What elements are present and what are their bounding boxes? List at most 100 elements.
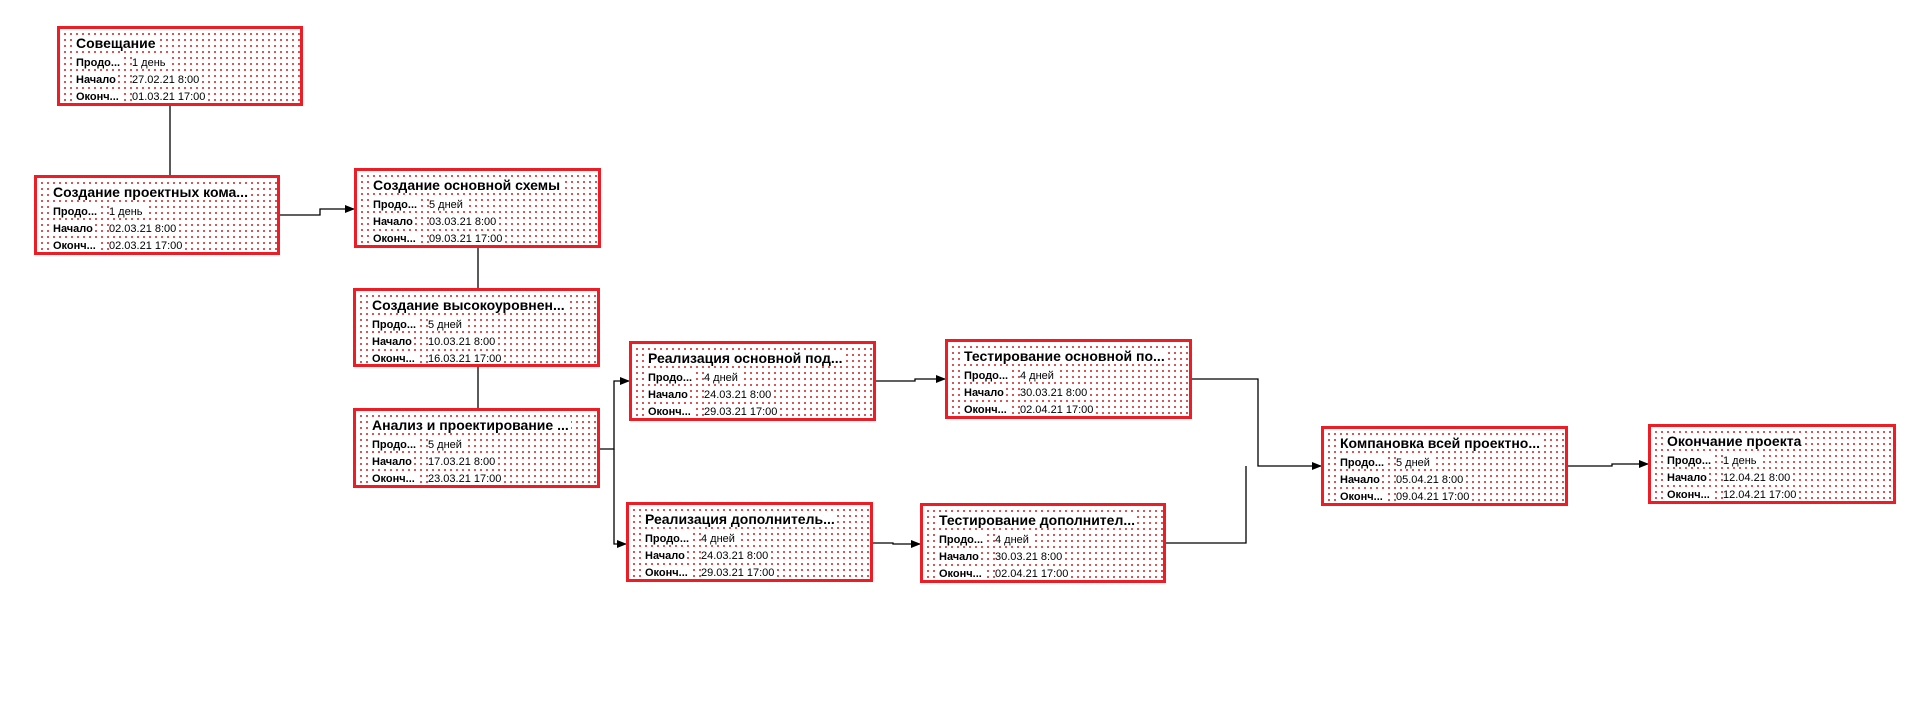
link-t6-t7 — [876, 375, 946, 383]
finish-value: 16.03.21 17:00 — [428, 352, 504, 365]
link-t10-t11 — [1568, 460, 1649, 468]
duration-value: 5 дней — [428, 318, 464, 331]
duration-value: 5 дней — [1396, 456, 1432, 469]
start-value: 24.03.21 8:00 — [701, 549, 771, 562]
link-t9-t10 — [1166, 466, 1247, 544]
duration-value: 4 дней — [995, 533, 1031, 546]
start-label: Начало — [964, 386, 1006, 399]
start-row: Начало 27.02.21 8:00 — [76, 71, 300, 88]
duration-label: Продо... — [645, 532, 692, 545]
start-label: Начало — [1340, 473, 1382, 486]
task-node-extra-impl[interactable]: Реализация дополнитель... Продо...4 дней… — [626, 502, 873, 582]
duration-row: Продо...4 дней — [964, 367, 1189, 384]
duration-row: Продо... 5 дней — [373, 196, 598, 213]
duration-label: Продо... — [939, 533, 986, 546]
start-label: Начало — [53, 222, 95, 235]
duration-row: Продо... 5 дней — [372, 436, 597, 453]
finish-label: Оконч... — [372, 352, 417, 365]
finish-label: Оконч... — [373, 232, 418, 245]
finish-row: Оконч... 29.03.21 17:00 — [645, 564, 870, 579]
finish-label: Оконч... — [645, 566, 690, 579]
task-node-high-level[interactable]: Создание высокоуровнен... Продо...5 дней… — [353, 288, 600, 367]
start-value: 24.03.21 8:00 — [704, 388, 774, 401]
duration-label: Продо... — [964, 369, 1011, 382]
link-t2-t3 — [280, 205, 355, 216]
duration-label: Продо... — [648, 371, 695, 384]
finish-row: Оконч...29.03.21 17:00 — [648, 403, 873, 418]
finish-value: 23.03.21 17:00 — [428, 472, 504, 485]
duration-value: 1 день — [132, 56, 168, 69]
duration-value: 5 дней — [428, 438, 464, 451]
finish-label: Оконч... — [1667, 488, 1712, 501]
duration-row: Продо... 1 день — [53, 203, 277, 220]
finish-row: Оконч...02.03.21 17:00 — [53, 237, 277, 252]
finish-label: Оконч... — [648, 405, 693, 418]
duration-label: Продо... — [76, 56, 123, 69]
duration-row: Продо... 5 дней — [1340, 454, 1565, 471]
task-title: Анализ и проектирование ... — [372, 417, 571, 433]
duration-value: 1 день — [1723, 454, 1759, 467]
start-label: Начало — [76, 73, 118, 86]
duration-label: Продо... — [373, 198, 420, 211]
task-node-project-end[interactable]: Окончание проекта Продо... 1 день Начало 1… — [1648, 424, 1896, 504]
duration-value: 4 дней — [704, 371, 740, 384]
duration-row: Продо... 4 дней — [939, 531, 1163, 548]
start-value: 05.04.21 8:00 — [1396, 473, 1466, 486]
start-label: Начало — [648, 388, 690, 401]
task-node-extra-testing[interactable]: Тестирование дополнител... Продо...4 дне… — [920, 503, 1166, 583]
start-row: Начало 12.04.21 8:00 — [1667, 469, 1893, 486]
finish-label: Оконч... — [372, 472, 417, 485]
start-label: Начало — [372, 335, 414, 348]
finish-value: 12.04.21 17:00 — [1723, 488, 1799, 501]
task-title: Окончание проекта — [1667, 433, 1804, 449]
task-node-analysis-design[interactable]: Анализ и проектирование ... Продо... 5 дн… — [353, 408, 600, 488]
duration-label: Продо... — [372, 438, 419, 451]
finish-row: Оконч...02.04.21 17:00 — [939, 565, 1163, 580]
start-value: 27.02.21 8:00 — [132, 73, 202, 86]
task-node-main-scheme[interactable]: Создание основной схемы Продо...5 дней Н… — [354, 168, 601, 248]
task-node-assembly[interactable]: Компановка всей проектно... Продо...5 дн… — [1321, 426, 1568, 506]
start-label: Начало — [372, 455, 414, 468]
start-row: Начало 30.03.21 8:00 — [964, 384, 1189, 401]
task-title: Создание проектных кома... — [53, 184, 250, 200]
task-node-project-teams[interactable]: Создание проектных кома... Продо... 1 ден… — [34, 175, 280, 255]
start-label: Начало — [645, 549, 687, 562]
duration-value: 5 дней — [429, 198, 465, 211]
finish-value: 09.03.21 17:00 — [429, 232, 505, 245]
duration-label: Продо... — [1340, 456, 1387, 469]
finish-value: 02.04.21 17:00 — [995, 567, 1071, 580]
duration-value: 1 день — [109, 205, 145, 218]
start-label: Начало — [373, 215, 415, 228]
finish-row: Оконч... 09.03.21 17:00 — [373, 230, 598, 245]
start-label: Начало — [1667, 471, 1709, 484]
duration-label: Продо... — [53, 205, 100, 218]
link-t5-t6 — [600, 377, 630, 450]
finish-value: 29.03.21 17:00 — [701, 566, 777, 579]
finish-label: Оконч... — [76, 90, 121, 103]
duration-row: Продо... 5 дней — [372, 316, 597, 333]
link-t5-t8 — [613, 449, 627, 548]
task-node-main-testing[interactable]: Тестирование основной по... Продо...4 дн… — [945, 339, 1192, 419]
start-value: 30.03.21 8:00 — [995, 550, 1065, 563]
duration-label: Продо... — [1667, 454, 1714, 467]
link-t8-t9 — [873, 540, 921, 548]
finish-value: 01.03.21 17:00 — [132, 90, 208, 103]
task-title: Реализация основной под... — [648, 350, 845, 366]
finish-label: Оконч... — [964, 403, 1009, 416]
task-title: Тестирование основной по... — [964, 348, 1167, 364]
start-value: 12.04.21 8:00 — [1723, 471, 1793, 484]
duration-row: Продо... 1 день — [76, 54, 300, 71]
finish-row: Оконч... 02.04.21 17:00 — [964, 401, 1189, 416]
task-node-main-impl[interactable]: Реализация основной под... Продо... 4 дне… — [629, 341, 876, 421]
start-value: 30.03.21 8:00 — [1020, 386, 1090, 399]
finish-value: 02.04.21 17:00 — [1020, 403, 1096, 416]
finish-row: Оконч...09.04.21 17:00 — [1340, 488, 1565, 503]
duration-label: Продо... — [372, 318, 419, 331]
